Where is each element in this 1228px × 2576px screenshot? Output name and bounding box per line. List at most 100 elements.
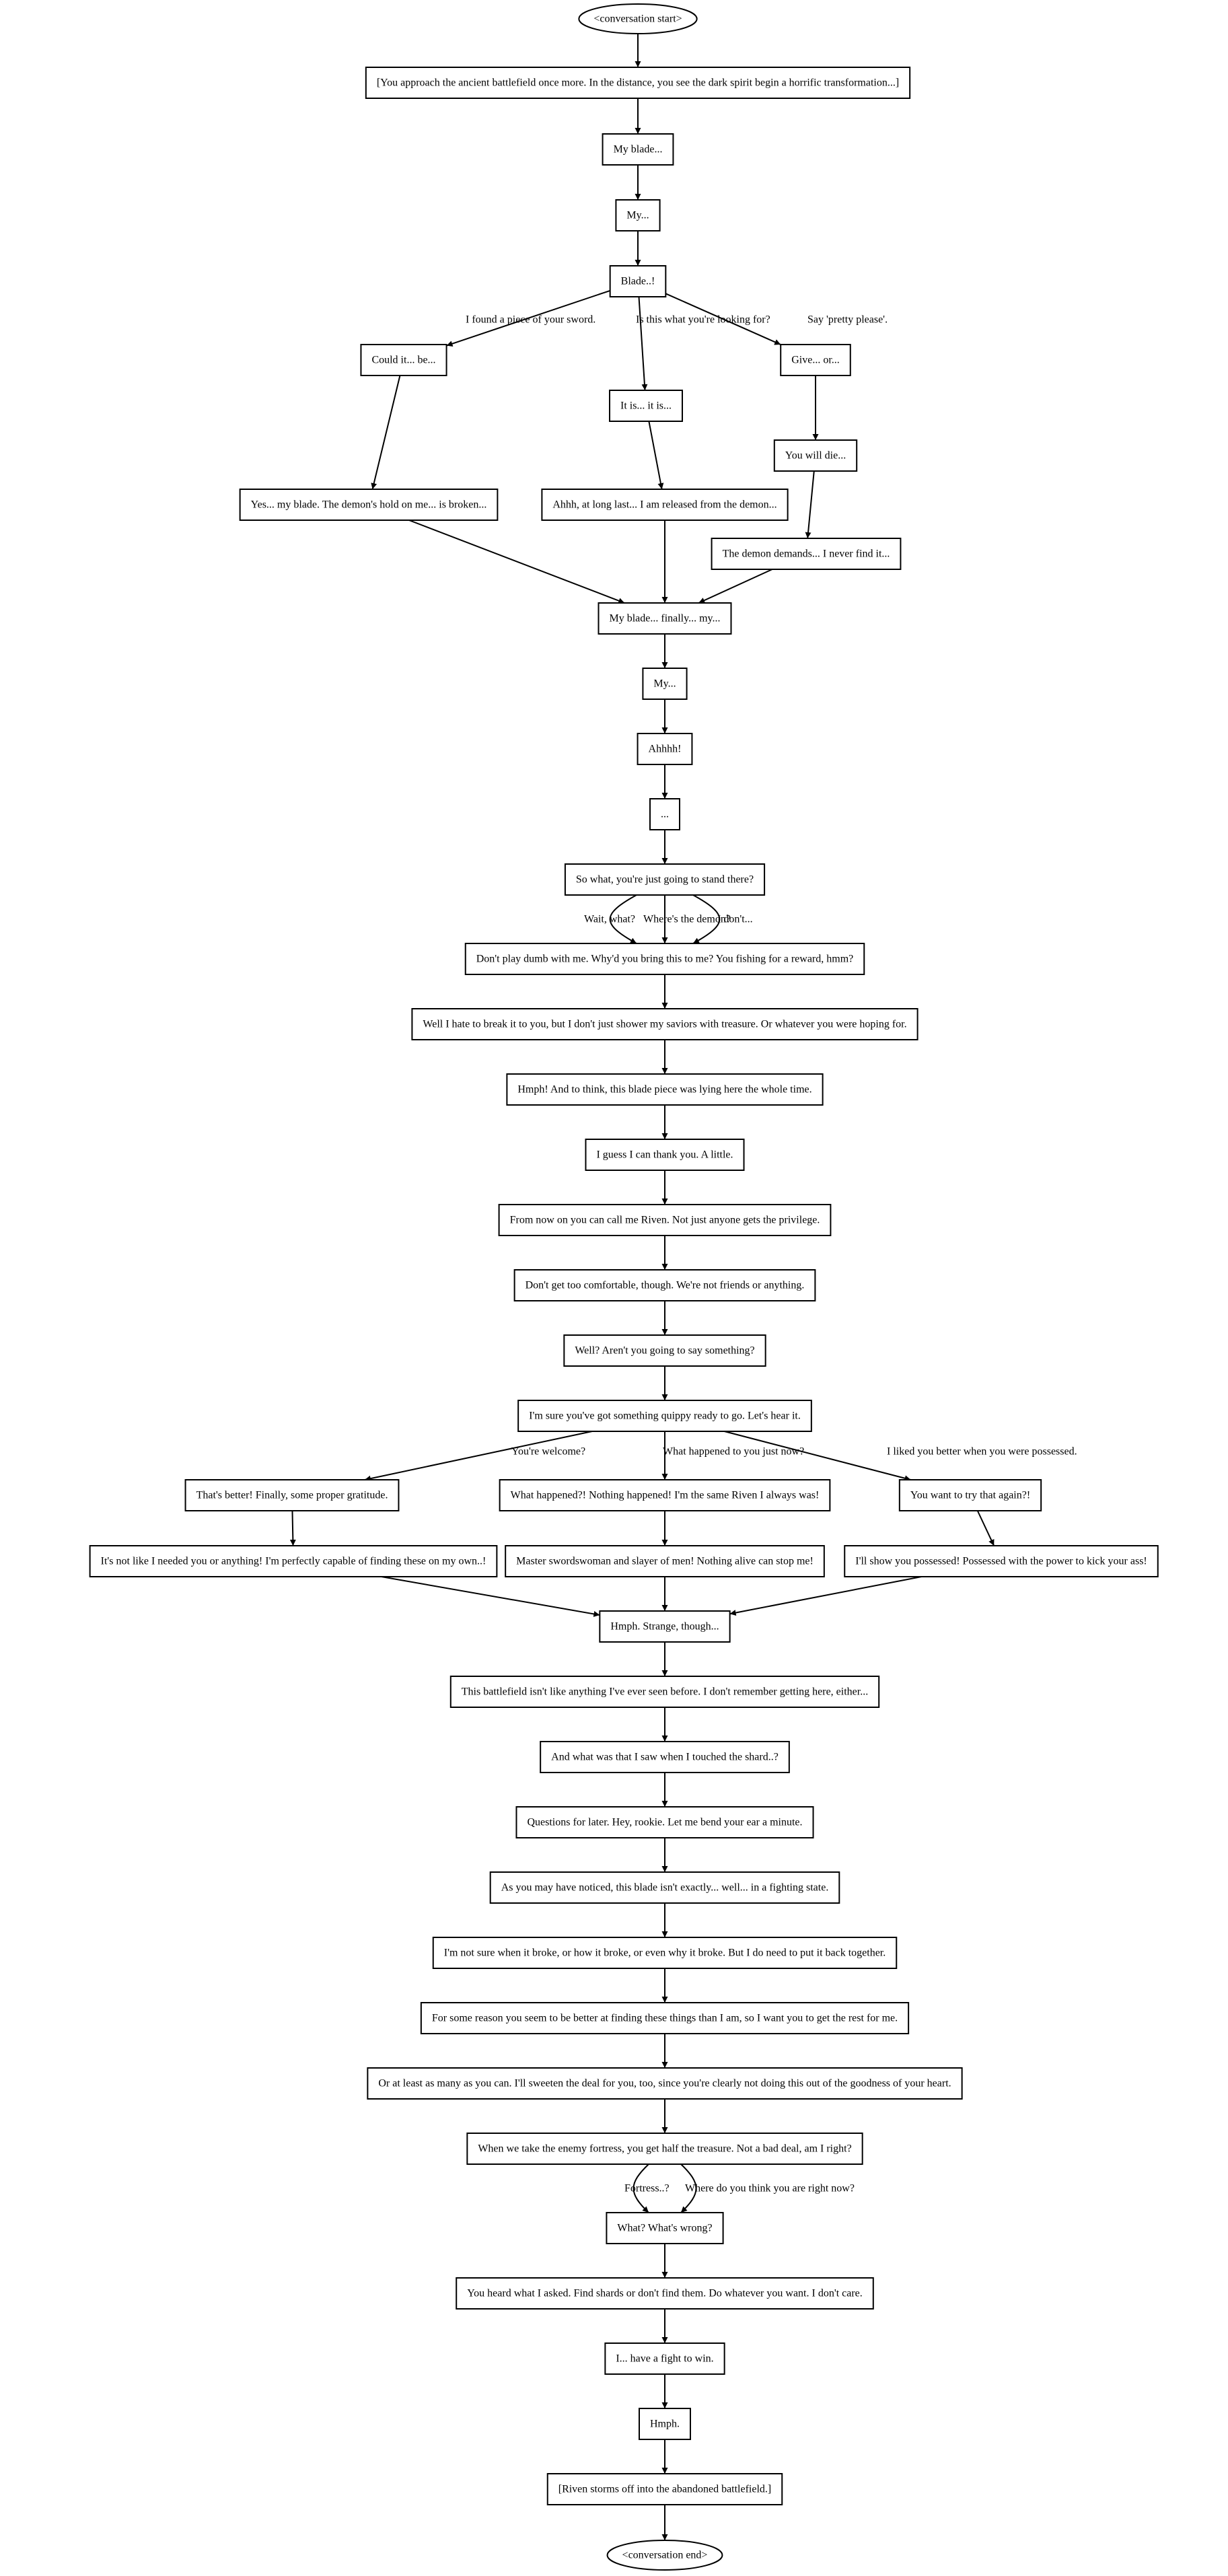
- dialogue-node: I'll show you possessed! Possessed with …: [844, 1545, 1159, 1577]
- node-box: [609, 265, 667, 297]
- dialogue-node: Don't play dumb with me. Why'd you bring…: [464, 943, 865, 975]
- node-label: The demon demands... I never find it...: [723, 548, 890, 560]
- node-label: Well I hate to break it to you, but I do…: [423, 1019, 906, 1030]
- edge-arrow: [381, 1576, 600, 1617]
- dialogue-node: You want to try that again?!: [898, 1479, 1042, 1511]
- edge-arrow: [665, 293, 781, 345]
- node-box: [780, 344, 851, 376]
- node-box: [360, 344, 447, 376]
- node-box: [513, 1269, 816, 1301]
- node-label: Give... or...: [791, 355, 840, 366]
- dialogue-node: Hmph. Strange, though...: [599, 1610, 731, 1643]
- edge-arrow: [289, 1510, 296, 1546]
- node-label: Could it... be...: [371, 355, 435, 366]
- edge-arrow: [633, 2163, 649, 2213]
- edge-arrow: [371, 375, 401, 490]
- node-box: [606, 2212, 724, 2244]
- dialogue-node: As you may have noticed, this blade isn'…: [489, 1871, 840, 1904]
- node-box: [541, 489, 789, 521]
- edge-label: Say 'pretty please'.: [807, 314, 888, 326]
- node-label: I... have a fight to win.: [616, 2353, 713, 2365]
- dialogue-node: You will die...: [773, 439, 858, 472]
- dialogue-node: [You approach the ancient battlefield on…: [365, 67, 911, 99]
- dialogue-node: Hmph! And to think, this blade piece was…: [506, 1073, 824, 1106]
- node-label: That's better! Finally, some proper grat…: [196, 1490, 388, 1501]
- dialogue-node: My...: [615, 199, 661, 231]
- terminal-node: <conversation start>: [578, 3, 698, 34]
- edge-label: Where do you think you are right now?: [685, 2183, 855, 2194]
- node-box: [505, 1545, 825, 1577]
- node-label: I'm sure you've got something quippy rea…: [529, 1410, 801, 1422]
- node-label: What? What's wrong?: [617, 2223, 712, 2234]
- dialogue-node: And what was that I saw when I touched t…: [540, 1741, 790, 1773]
- dialogue-node: What happened?! Nothing happened! I'm th…: [499, 1479, 831, 1511]
- node-box: [499, 1479, 831, 1511]
- node-box: [898, 1479, 1042, 1511]
- node-box: [506, 1073, 824, 1106]
- dialogue-node: When we take the enemy fortress, you get…: [466, 2133, 863, 2165]
- node-box: [642, 668, 688, 700]
- node-label: You heard what I asked. Find shards or d…: [467, 2288, 863, 2299]
- node-label: So what, you're just going to stand ther…: [576, 874, 754, 886]
- node-label: My blade...: [614, 144, 663, 155]
- node-label: Ahhhh!: [649, 744, 682, 755]
- edge-arrow: [724, 1431, 911, 1482]
- node-box: [411, 1008, 918, 1040]
- node-label: ...: [661, 809, 669, 820]
- edge-label: Is this what you're looking for?: [636, 314, 770, 326]
- node-label: It's not like I needed you or anything! …: [101, 1556, 486, 1567]
- dialogue-node: [Riven storms off into the abandoned bat…: [546, 2473, 783, 2505]
- dialogue-node: I'm sure you've got something quippy rea…: [517, 1400, 812, 1432]
- node-label: I'm not sure when it broke, or how it br…: [444, 1947, 886, 1959]
- node-label: <conversation start>: [593, 13, 682, 25]
- node-box: [449, 1676, 880, 1708]
- node-label: As you may have noticed, this blade isn'…: [501, 1882, 829, 1894]
- terminal-ellipse: [606, 2540, 723, 2571]
- edge-arrow: [638, 296, 648, 391]
- edge-arrow: [408, 520, 625, 604]
- node-box: [184, 1479, 400, 1511]
- node-label: Yes... my blade. The demon's hold on me.…: [251, 499, 487, 511]
- edge-arrow: [680, 2163, 697, 2213]
- node-box: [602, 133, 674, 166]
- node-label: This battlefield isn't like anything I'v…: [462, 1686, 868, 1698]
- dialogue-node: Blade..!: [609, 265, 667, 297]
- node-box: [649, 798, 680, 830]
- dialogue-node: It's not like I needed you or anything! …: [89, 1545, 498, 1577]
- node-box: [89, 1545, 498, 1577]
- node-box: [615, 199, 661, 231]
- dialogue-node: So what, you're just going to stand ther…: [564, 863, 766, 896]
- node-label: Hmph.: [650, 2419, 680, 2430]
- edges-layer: [289, 34, 995, 2540]
- node-label: Questions for later. Hey, rookie. Let me…: [527, 1817, 802, 1828]
- dialogue-node: That's better! Finally, some proper grat…: [184, 1479, 400, 1511]
- dialogue-node: From now on you can call me Riven. Not j…: [498, 1204, 832, 1236]
- edge-arrow: [692, 894, 721, 944]
- node-box: [564, 863, 766, 896]
- dialogue-node: I guess I can thank you. A little.: [585, 1139, 745, 1171]
- node-label: I'll show you possessed! Possessed with …: [855, 1556, 1147, 1567]
- node-box: [608, 390, 684, 422]
- node-box: [367, 2067, 963, 2100]
- node-box: [540, 1741, 790, 1773]
- node-box: [498, 1204, 832, 1236]
- edge-label: Fortress..?: [624, 2183, 670, 2194]
- edge-label: I found a piece of your sword.: [466, 314, 595, 326]
- dialogue-node: Give... or...: [780, 344, 851, 376]
- dialogue-node: My blade...: [602, 133, 674, 166]
- edge-arrow: [446, 289, 610, 347]
- node-label: Master swordswoman and slayer of men! No…: [516, 1556, 814, 1567]
- edge-arrow: [609, 894, 637, 944]
- edge-arrow: [976, 1510, 995, 1546]
- node-box: [456, 2277, 874, 2310]
- edge-labels-layer: I found a piece of your sword. Is this wh…: [466, 314, 1077, 2194]
- edge-arrow: [729, 1576, 922, 1616]
- node-label: Hmph! And to think, this blade piece was…: [517, 1084, 811, 1096]
- edge-arrow: [698, 569, 773, 604]
- node-label: You want to try that again?!: [910, 1490, 1030, 1501]
- node-label: [Riven storms off into the abandoned bat…: [558, 2484, 772, 2495]
- node-label: For some reason you seem to be better at…: [432, 2013, 898, 2024]
- dialogue-node: This battlefield isn't like anything I'v…: [449, 1676, 880, 1708]
- dialogue-node: Master swordswoman and slayer of men! No…: [505, 1545, 825, 1577]
